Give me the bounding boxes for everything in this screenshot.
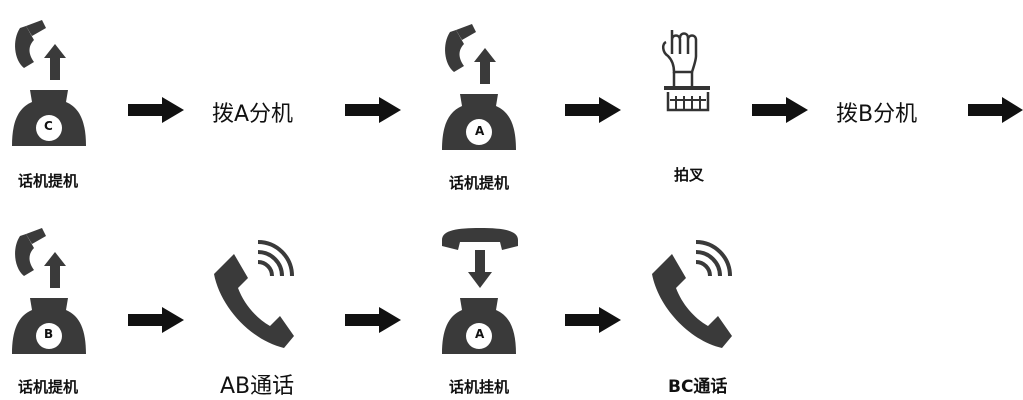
arrow-icon	[345, 307, 401, 333]
ringing-handset-icon	[214, 240, 294, 348]
arrow-icon	[968, 97, 1023, 123]
arrow-icon	[128, 97, 184, 123]
phone-a-letter: A	[475, 124, 485, 138]
arrow-icon	[128, 307, 184, 333]
ringing-handset-icon	[652, 240, 732, 348]
phone-offhook-icon-b	[12, 228, 86, 354]
phone-b-letter: B	[44, 327, 54, 341]
phone-offhook-icon-a	[442, 24, 516, 150]
phone-a-label: 话机提机	[449, 174, 510, 192]
phone-c-letter: C	[44, 119, 53, 133]
call-bc-label: BC通话	[668, 377, 728, 397]
phone-c-label: 话机提机	[18, 172, 79, 190]
phone-a2-label: 话机挂机	[449, 378, 510, 396]
arrow-icon	[565, 97, 621, 123]
arrow-icon	[752, 97, 808, 123]
call-ab-label: AB通话	[220, 374, 295, 399]
phone-onhook-icon-a	[442, 228, 518, 354]
step-dial-a: 拨A分机	[212, 102, 294, 127]
flash-label: 拍叉	[674, 166, 705, 184]
arrow-icon	[345, 97, 401, 123]
phone-b-label: 话机提机	[18, 378, 79, 396]
phone-offhook-icon-c	[12, 20, 86, 146]
step-dial-b: 拨B分机	[836, 102, 918, 127]
hook-flash-icon	[662, 30, 710, 112]
phone-a2-letter: A	[475, 327, 485, 341]
arrow-icon	[565, 307, 621, 333]
